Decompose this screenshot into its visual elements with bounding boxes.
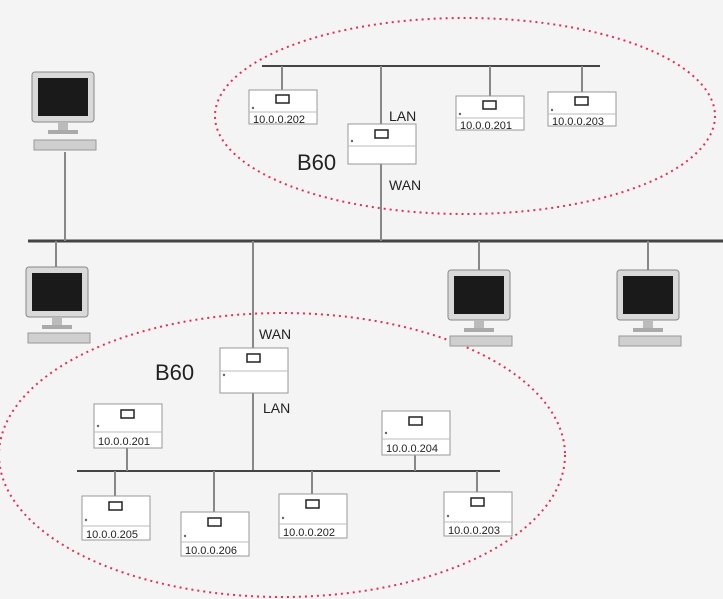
device-ip-label: 10.0.0.205 <box>86 529 138 541</box>
bottom-zone-boundary <box>0 312 566 598</box>
device-ip-label: 10.0.0.203 <box>552 116 604 128</box>
bottom-router-wan-label: WAN <box>259 326 291 342</box>
top-device-203: 10.0.0.203 <box>547 91 617 128</box>
top-router <box>347 123 417 165</box>
bottom-device-204: 10.0.0.204 <box>381 410 451 456</box>
top-device-201: 10.0.0.201 <box>455 95 525 132</box>
computer-1-icon <box>31 71 97 151</box>
bottom-router-name: B60 <box>155 360 194 385</box>
top-router-wan-label: WAN <box>389 177 421 193</box>
device-ip-label: 10.0.0.203 <box>448 525 500 537</box>
computer-4-icon <box>616 269 682 347</box>
device-ip-label: 10.0.0.201 <box>460 120 512 132</box>
device-ip-label: 10.0.0.202 <box>283 527 335 539</box>
bottom-device-206: 10.0.0.206 <box>180 511 250 557</box>
top-zone-boundary <box>214 17 716 215</box>
device-ip-label: 10.0.0.201 <box>98 436 150 448</box>
bottom-device-205: 10.0.0.205 <box>81 495 151 541</box>
top-router-name: B60 <box>297 150 336 175</box>
computer-3-icon <box>447 269 513 347</box>
bottom-router-lan-label: LAN <box>263 400 290 416</box>
top-router-lan-label: LAN <box>389 108 416 124</box>
device-ip-label: 10.0.0.202 <box>253 114 305 126</box>
device-ip-label: 10.0.0.204 <box>386 443 438 455</box>
bottom-device-202: 10.0.0.202 <box>278 493 348 539</box>
device-ip-label: 10.0.0.206 <box>185 545 237 557</box>
bottom-device-201: 10.0.0.201 <box>93 403 163 449</box>
computer-2-icon <box>25 266 91 344</box>
top-device-202: 10.0.0.202 <box>248 89 318 126</box>
bottom-router <box>219 347 289 394</box>
bottom-device-203: 10.0.0.203 <box>443 491 513 537</box>
